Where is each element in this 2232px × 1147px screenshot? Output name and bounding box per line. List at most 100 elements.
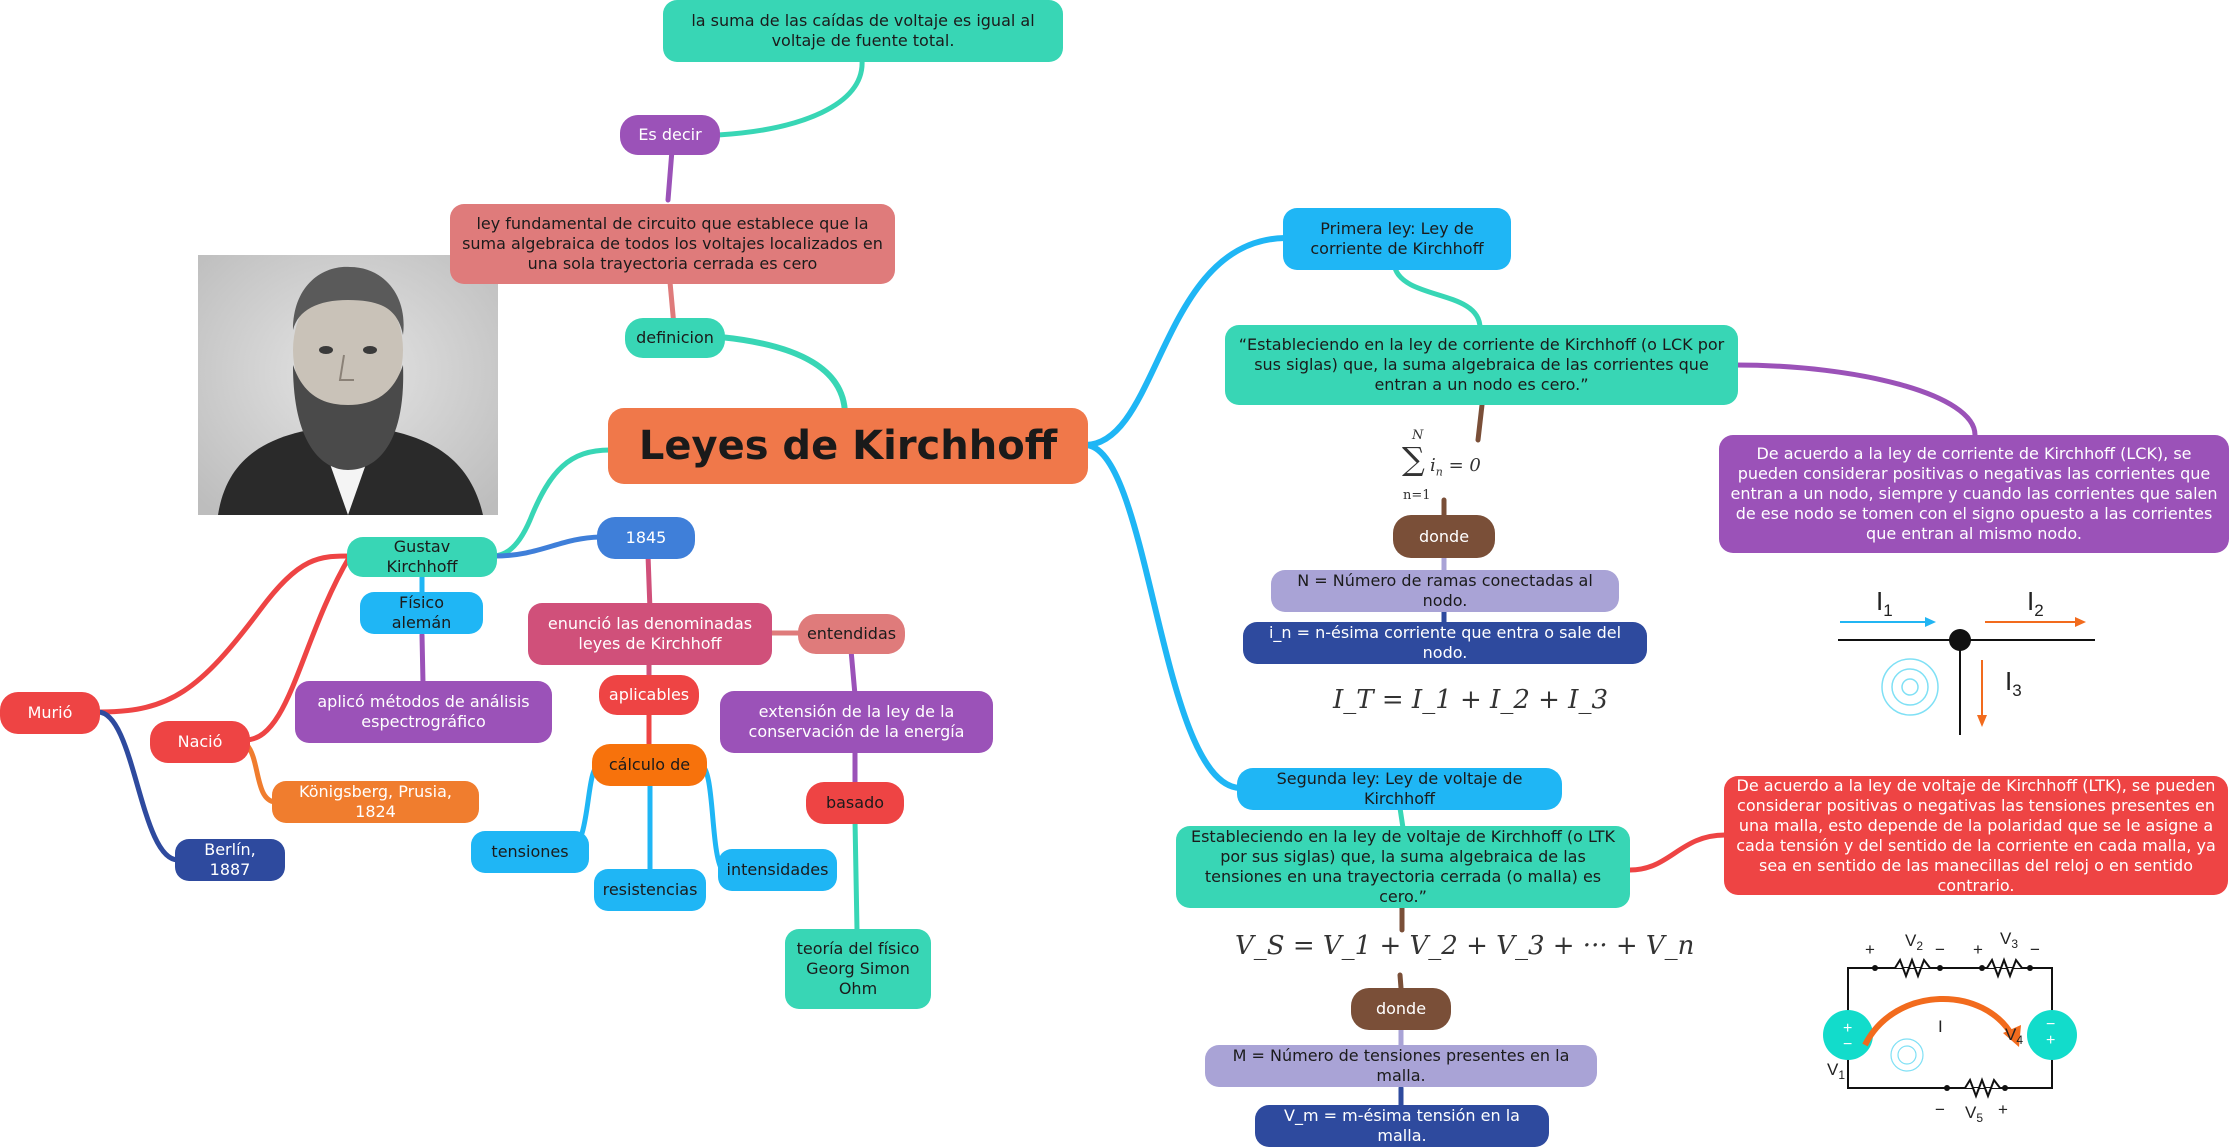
konigsberg-text: Königsberg, Prusia, 1824 <box>299 782 452 821</box>
decorative-gear-icon-2 <box>1890 1038 1924 1072</box>
konigsberg-node[interactable]: Königsberg, Prusia, 1824 <box>272 781 479 823</box>
anio-1845-node[interactable]: 1845 <box>597 517 695 559</box>
intensidades-text: intensidades <box>726 860 829 879</box>
suma-caidas-text: la suma de las caídas de voltaje es igua… <box>691 11 1035 50</box>
teoria-ohm-text: teoría del físico Georg Simon Ohm <box>796 939 920 998</box>
loop-voltage-diagram: + − − + + V2 − + V3 − V1 V4 I − V5 + <box>1823 929 2077 1125</box>
murio-text: Murió <box>27 703 73 722</box>
v1-label: V1 <box>1827 1060 1845 1082</box>
sum-equals: = 0 <box>1442 455 1481 476</box>
voltage-sum-formula: V_S = V_1 + V_2 + V_3 + ··· + V_n <box>1235 931 1695 961</box>
sum-body: in = 0 <box>1430 455 1481 479</box>
aplicables-node[interactable]: aplicables <box>599 675 699 715</box>
v5-minus: − <box>1935 1100 1945 1119</box>
estableciendo-lck-node[interactable]: “Estableciendo en la ley de corriente de… <box>1225 325 1738 405</box>
i3-label: I3 <box>2005 666 2022 700</box>
v3-plus: + <box>1973 940 1983 959</box>
lck-acuerdo-node[interactable]: De acuerdo a la ley de corriente de Kirc… <box>1719 435 2229 553</box>
estableciendo-ltk-node[interactable]: Estableciendo en la ley de voltaje de Ki… <box>1176 826 1630 908</box>
estableciendo-ltk-text: Estableciendo en la ley de voltaje de Ki… <box>1190 827 1616 906</box>
current-sum-formula: I_T = I_1 + I_2 + I_3 <box>1333 685 1608 715</box>
central-title: Leyes de Kirchhoff <box>638 423 1058 469</box>
resistencias-text: resistencias <box>602 880 698 899</box>
current-label: I <box>1938 1017 1943 1036</box>
sum-upper-limit: N <box>1412 428 1424 443</box>
teoria-ohm-node[interactable]: teoría del físico Georg Simon Ohm <box>785 929 931 1009</box>
m-tensiones-text: M = Número de tensiones presentes en la … <box>1232 1046 1570 1085</box>
i2-label: I2 <box>2027 586 2044 620</box>
v4-source-minus: − <box>2046 1016 2055 1033</box>
fisico-aleman-node[interactable]: Físico alemán <box>360 592 483 634</box>
sum-variable-subscript: n <box>1435 465 1443 479</box>
entendidas-node[interactable]: entendidas <box>798 614 905 654</box>
intensidades-node[interactable]: intensidades <box>718 849 837 891</box>
enuncio-node[interactable]: enunció las denominadas leyes de Kirchho… <box>528 603 772 665</box>
murio-node[interactable]: Murió <box>0 692 100 734</box>
ltk-acuerdo-text: De acuerdo a la ley de voltaje de Kirchh… <box>1736 775 2216 895</box>
sum-lower-limit: n=1 <box>1403 488 1431 503</box>
donde-text-2: donde <box>1375 999 1427 1018</box>
gustav-kirchhoff-node[interactable]: Gustav Kirchhoff <box>347 537 497 577</box>
basado-node[interactable]: basado <box>806 782 904 824</box>
segunda-ley-text: Segunda ley: Ley de voltaje de Kirchhoff <box>1276 769 1523 808</box>
m-tensiones-node[interactable]: M = Número de tensiones presentes en la … <box>1205 1045 1597 1087</box>
tensiones-text: tensiones <box>491 842 569 861</box>
v2-plus: + <box>1865 940 1875 959</box>
donde-node-2[interactable]: donde <box>1351 988 1451 1030</box>
calculo-de-node[interactable]: cálculo de <box>592 744 707 786</box>
basado-text: basado <box>825 793 885 812</box>
aplico-metodos-text: aplicó métodos de análisis espectrográfi… <box>317 692 530 731</box>
ley-fundamental-text: ley fundamental de circuito que establec… <box>462 214 883 273</box>
gustav-kirchhoff-portrait <box>198 255 498 515</box>
extension-node[interactable]: extensión de la ley de la conservación d… <box>720 691 993 753</box>
v3-label: V3 <box>2000 929 2018 951</box>
primera-ley-text: Primera ley: Ley de corriente de Kirchho… <box>1310 219 1484 258</box>
v3-minus: − <box>2030 940 2040 959</box>
berlin-text: Berlín, 1887 <box>204 840 256 879</box>
calculo-de-text: cálculo de <box>608 755 691 774</box>
v2-minus: − <box>1935 940 1945 959</box>
gustav-kirchhoff-text: Gustav Kirchhoff <box>386 537 458 576</box>
i-n-node[interactable]: i_n = n-ésima corriente que entra o sale… <box>1243 622 1647 664</box>
n-ramas-node[interactable]: N = Número de ramas conectadas al nodo. <box>1271 570 1619 612</box>
v5-label: V5 <box>1965 1103 1983 1125</box>
v4-label: V4 <box>2005 1025 2023 1047</box>
sum-symbol: ∑ <box>1402 440 1425 478</box>
es-decir-node[interactable]: Es decir <box>620 115 720 155</box>
lck-acuerdo-text: De acuerdo a la ley de corriente de Kirc… <box>1730 444 2218 543</box>
i-n-text: i_n = n-ésima corriente que entra o sale… <box>1268 623 1622 662</box>
v4-source-plus: + <box>2046 1032 2055 1049</box>
definicion-node[interactable]: definicion <box>625 318 725 358</box>
central-topic[interactable]: Leyes de Kirchhoff <box>608 408 1088 484</box>
resistencias-node[interactable]: resistencias <box>594 869 706 911</box>
v1-source-plus: + <box>1843 1020 1852 1037</box>
segunda-ley-node[interactable]: Segunda ley: Ley de voltaje de Kirchhoff <box>1237 768 1562 810</box>
v2-label: V2 <box>1905 931 1923 953</box>
aplicables-text: aplicables <box>608 685 690 704</box>
anio-1845-text: 1845 <box>625 528 667 547</box>
ley-fundamental-node[interactable]: ley fundamental de circuito que establec… <box>450 204 895 284</box>
v-m-text: V_m = m-ésima tensión en la malla. <box>1284 1106 1520 1145</box>
primera-ley-node[interactable]: Primera ley: Ley de corriente de Kirchho… <box>1283 208 1511 270</box>
v1-source-minus: − <box>1843 1036 1852 1053</box>
node-current-diagram: I1 I2 I3 <box>1838 586 2095 735</box>
extension-text: extensión de la ley de la conservación d… <box>748 702 965 741</box>
suma-caidas-node[interactable]: la suma de las caídas de voltaje es igua… <box>663 0 1063 62</box>
tensiones-node[interactable]: tensiones <box>471 831 589 873</box>
donde-node-1[interactable]: donde <box>1393 515 1495 558</box>
definicion-text: definicion <box>636 328 714 347</box>
n-ramas-text: N = Número de ramas conectadas al nodo. <box>1297 571 1593 610</box>
es-decir-text: Es decir <box>638 125 702 144</box>
aplico-metodos-node[interactable]: aplicó métodos de análisis espectrográfi… <box>295 681 552 743</box>
fisico-aleman-text: Físico alemán <box>391 593 452 632</box>
estableciendo-lck-text: “Estableciendo en la ley de corriente de… <box>1238 335 1725 394</box>
sum-variable: i <box>1430 455 1436 476</box>
v-m-node[interactable]: V_m = m-ésima tensión en la malla. <box>1255 1105 1549 1147</box>
donde-text-1: donde <box>1418 526 1470 546</box>
nacio-node[interactable]: Nació <box>150 721 250 763</box>
ltk-acuerdo-node[interactable]: De acuerdo a la ley de voltaje de Kirchh… <box>1724 776 2228 895</box>
berlin-node[interactable]: Berlín, 1887 <box>175 839 285 881</box>
nacio-text: Nació <box>177 732 223 751</box>
entendidas-text: entendidas <box>806 624 897 643</box>
